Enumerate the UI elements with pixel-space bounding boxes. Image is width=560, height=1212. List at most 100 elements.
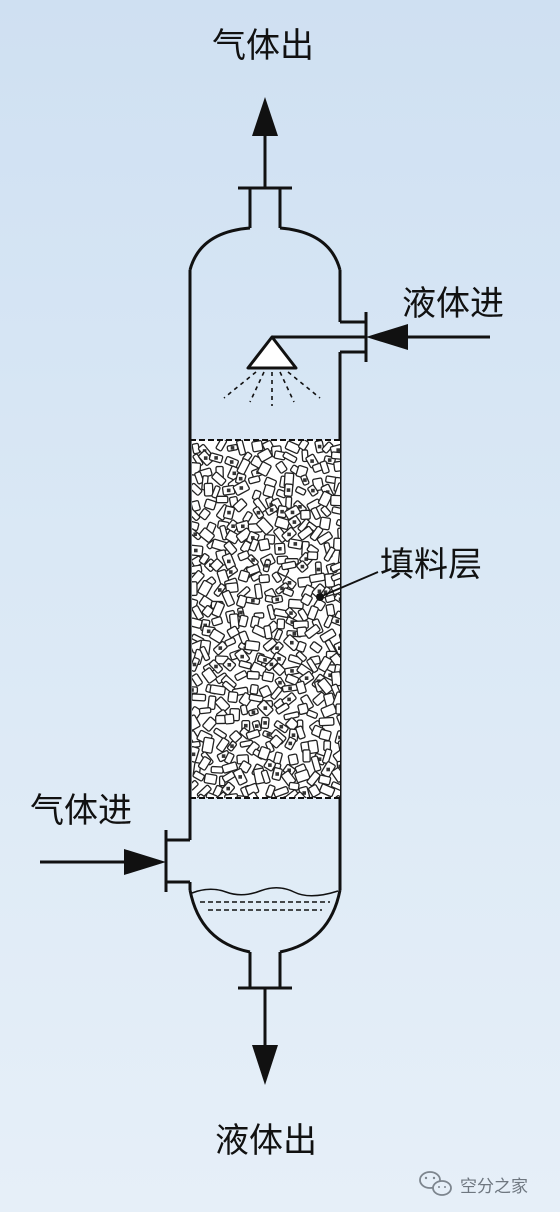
packing-shadow [298, 505, 302, 509]
packing-shadow [275, 646, 279, 650]
label-gas-in: 气体进 [30, 791, 132, 831]
packing-piece [321, 748, 333, 765]
packing-piece [280, 560, 297, 571]
packing-piece [284, 789, 301, 798]
packing-piece [192, 686, 199, 694]
packing-shadow [290, 510, 295, 515]
packing-piece [282, 587, 295, 597]
packing-piece [330, 561, 340, 573]
packing-piece [224, 713, 235, 725]
label-liquid-in: 液体进 [402, 284, 504, 324]
packing-shadow [221, 754, 226, 758]
packing-piece [232, 498, 248, 513]
gas-out-arrow [252, 97, 278, 188]
packing-shadow [317, 444, 322, 449]
packing-shadow [288, 686, 292, 690]
packing-shadow [288, 741, 293, 746]
packing-shadow [230, 744, 234, 748]
packing-piece [306, 551, 319, 561]
packing-piece [306, 770, 321, 787]
packing-piece [270, 686, 283, 700]
packing-piece [249, 683, 259, 695]
packing-piece [272, 786, 289, 798]
packing-piece [287, 753, 299, 766]
packing-piece [247, 475, 261, 485]
packing-shadow [327, 458, 332, 462]
packing-piece [316, 531, 333, 546]
liquid-out-arrow [252, 988, 278, 1085]
packing-piece [319, 516, 332, 531]
packing-piece [271, 571, 283, 583]
packing-piece [331, 767, 340, 783]
packing-piece [234, 670, 248, 681]
packing-piece [197, 756, 212, 771]
packing-shadow [317, 589, 322, 594]
label-liquid-out: 液体出 [215, 1121, 317, 1161]
packing-piece [211, 600, 225, 618]
packing-piece [213, 727, 227, 740]
packing-shadow [227, 559, 231, 564]
packing-piece [284, 673, 300, 686]
packing-shadow [300, 564, 305, 569]
packing-piece [248, 693, 264, 703]
packing-piece [192, 520, 200, 532]
packing-piece [257, 746, 271, 761]
packing-piece [325, 603, 336, 617]
packing-shadow [265, 563, 269, 568]
packing-piece [319, 628, 337, 643]
packing-piece [288, 781, 300, 791]
packing-piece [244, 640, 261, 652]
packing-piece [238, 660, 252, 670]
packing-shadow [287, 532, 291, 537]
packing-piece [215, 440, 228, 452]
packing-shadow [302, 791, 306, 795]
packing-piece [261, 671, 275, 683]
spray-droplets [223, 371, 321, 406]
packing-shadow [269, 508, 274, 512]
packing-piece [308, 784, 321, 798]
packing-shadow [280, 586, 284, 591]
packing-shadow [227, 663, 232, 667]
packing-shadow [238, 775, 242, 779]
packing-piece [224, 637, 237, 647]
packing-shadow [304, 676, 309, 680]
packing-leader [316, 571, 379, 601]
packing-shadow [292, 632, 297, 636]
gas-inlet-nozzle [164, 830, 190, 892]
packing-shadow [218, 588, 222, 592]
packing-piece [257, 448, 273, 463]
packing-piece [323, 546, 336, 562]
packing-piece [306, 658, 319, 673]
packing-piece [335, 519, 340, 529]
packing-piece [214, 696, 231, 713]
packing-piece [300, 509, 311, 521]
packing-piece [306, 605, 319, 621]
packing-shadow [303, 478, 307, 482]
packing-shadow [278, 680, 282, 685]
packing-piece [302, 749, 311, 763]
packing-piece [198, 553, 210, 565]
packing-piece [201, 667, 218, 684]
packing-shadow [335, 619, 340, 623]
packing-piece [257, 461, 272, 477]
packing-piece [297, 525, 314, 541]
packing-piece [318, 774, 332, 786]
packing-shadow [338, 735, 340, 740]
packing-piece [262, 637, 278, 652]
packing-shadow [279, 724, 284, 729]
packing-piece [275, 702, 290, 715]
packing-shadow [286, 488, 291, 492]
packing-shadow [268, 763, 272, 767]
packing-shadow [230, 446, 235, 450]
packing-shadow [280, 509, 284, 514]
packing-shadow [329, 802, 333, 806]
packing-shadow [192, 752, 196, 757]
packing-piece [295, 651, 307, 662]
packing-shadow [292, 520, 297, 524]
packing-piece [192, 673, 203, 687]
packing-shadow [289, 611, 293, 615]
packing-shadow [214, 456, 218, 460]
packing-shadow [244, 723, 248, 728]
packing-piece [285, 496, 293, 510]
